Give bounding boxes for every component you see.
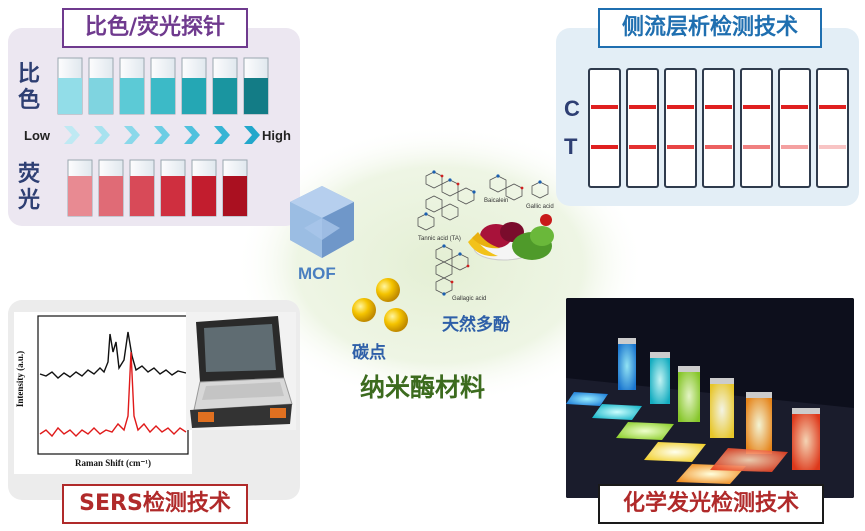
arrow-icon	[154, 126, 170, 144]
test-strip	[740, 68, 773, 188]
test-strip	[588, 68, 621, 188]
glowing-plate	[592, 404, 642, 420]
colorimetric-cuvettes	[57, 57, 269, 115]
cuvette-3	[119, 57, 145, 115]
spectrum-plot	[37, 315, 189, 455]
test-strip	[664, 68, 697, 188]
chemi-title: 化学发光检测技术	[598, 484, 824, 524]
sers-ylabel: Intensity (a.u.)	[15, 350, 25, 408]
cuvette-6	[222, 159, 248, 217]
test-strip	[702, 68, 735, 188]
fluorescence-cuvettes	[67, 159, 248, 217]
cuvette-5	[181, 57, 207, 115]
gallic-acid-label: Gallic acid	[526, 204, 554, 210]
fluorescence-row-label: 荧光	[18, 162, 41, 213]
glowing-vial	[650, 352, 670, 404]
test-strip	[816, 68, 849, 188]
glowing-plate	[566, 392, 608, 406]
glowing-vial	[618, 338, 636, 390]
arrow-icon	[244, 126, 260, 144]
test-strip	[626, 68, 659, 188]
cuvette-2	[88, 57, 114, 115]
test-strip	[778, 68, 811, 188]
cuvette-6	[212, 57, 238, 115]
gradient-arrows	[64, 126, 260, 144]
sers-xlabel: Raman Shift (cm⁻¹)	[75, 458, 151, 468]
high-label: High	[262, 128, 291, 143]
baicalein-label: Baicalein	[484, 198, 509, 204]
test-strips	[588, 68, 849, 188]
carbon-dot	[376, 278, 400, 302]
cuvette-4	[150, 57, 176, 115]
control-line-label: C	[564, 96, 580, 121]
glowing-vial	[792, 408, 820, 470]
carbon-dot-label: 碳点	[352, 343, 386, 363]
fruit-bowl	[468, 214, 554, 261]
low-label: Low	[24, 128, 50, 143]
arrow-icon	[94, 126, 110, 144]
lateral-flow-title: 侧流层析检测技术	[598, 8, 822, 48]
polyphenol-label: 天然多酚	[442, 315, 510, 335]
cuvette-2	[98, 159, 124, 217]
gallagic-acid-label: Gallagic acid	[452, 296, 487, 302]
glowing-vial	[678, 366, 700, 422]
mof-label: MOF	[298, 264, 336, 283]
glowing-vial	[746, 392, 772, 454]
arrow-icon	[124, 126, 140, 144]
glowing-plate	[710, 448, 788, 472]
arrow-icon	[64, 126, 80, 144]
cuvette-1	[57, 57, 83, 115]
test-line-label: T	[564, 134, 578, 159]
cuvette-5	[191, 159, 217, 217]
tannic-acid-label: Tannic acid (TA)	[418, 236, 461, 242]
sers-title: SERS检测技术	[62, 484, 248, 524]
polyphenol-structures	[417, 170, 554, 296]
spectrum-black	[39, 331, 187, 379]
arrow-icon	[214, 126, 230, 144]
sers-spectrum: Intensity (a.u.) Raman Shift (cm⁻¹)	[14, 312, 192, 474]
glowing-plate	[644, 442, 706, 462]
colorimetric-row-label: 比色	[18, 62, 41, 113]
cuvette-4	[160, 159, 186, 217]
arrow-icon	[184, 126, 200, 144]
spectrum-red	[39, 351, 187, 438]
carbon-dot	[352, 298, 376, 322]
carbon-dot	[384, 308, 408, 332]
colorimetric-title: 比色/荧光探针	[62, 8, 248, 48]
glowing-plate	[616, 422, 674, 440]
carbon-dots-icon	[352, 278, 408, 332]
glowing-vial	[710, 378, 734, 438]
chemi-photo	[566, 298, 854, 498]
cuvette-3	[129, 159, 155, 217]
mof-crystal-icon	[290, 186, 354, 258]
raman-spectrometer	[186, 312, 296, 430]
cuvette-7	[243, 57, 269, 115]
nanozyme-title: 纳米酶材料	[360, 373, 486, 402]
cuvette-1	[67, 159, 93, 217]
